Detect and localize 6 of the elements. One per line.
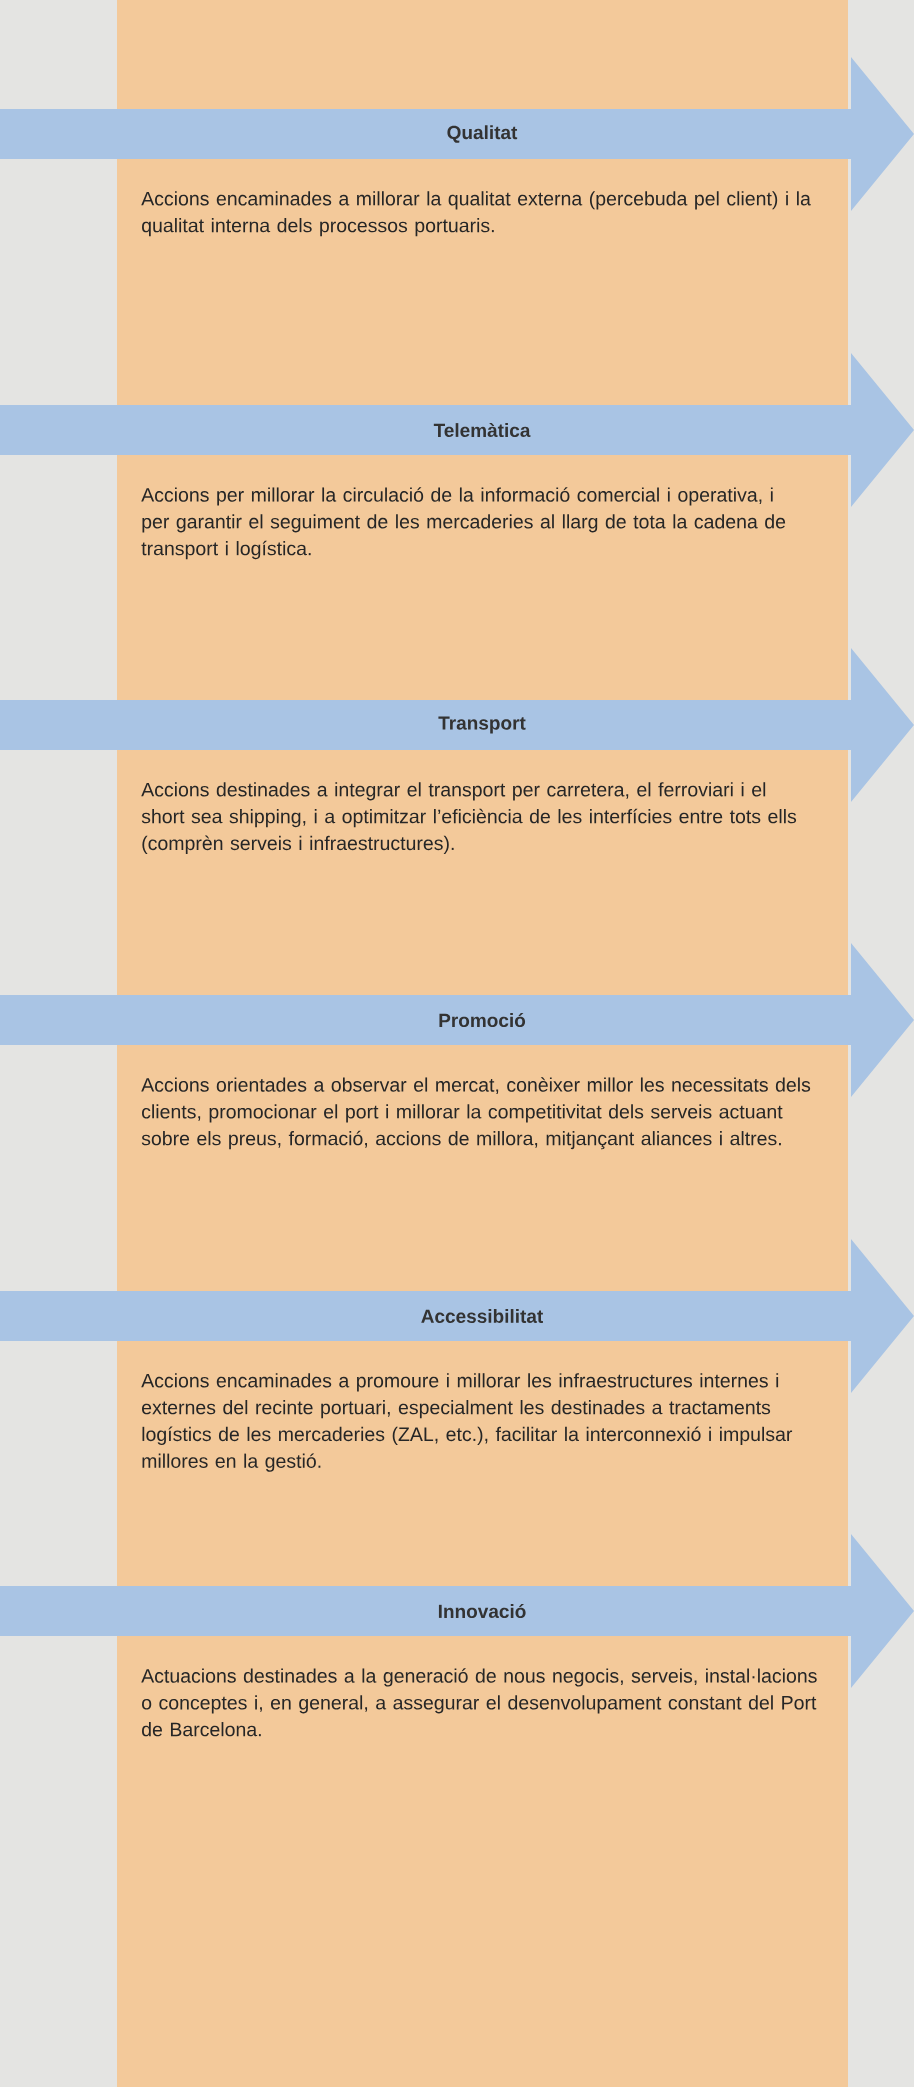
description-text: Accions per millorar la circulació de la informació comercial i operativa, i per garantir el seguiment de les mercaderies al llarg de tota la cadena de transport i logística.: [141, 487, 786, 560]
description-text: Accions orientades a observar el mercat, conèixer millor les necessitats dels clients, promocionar el port i millorar la competitivitat dels serveis actuant sobre els preus, formació, accions de millora, mitjançant aliances i altres.: [141, 1077, 811, 1150]
description-text: Actuacions destinades a la generació de nous negocis, serveis, instal·lacions o conceptes i, en general, a assegurar el desenvolupament constant del Port de Barcelona.: [141, 1668, 817, 1737]
description-text: Accions encaminades a promoure i millorar les infraestructures internes i externes del recinte portuari, especialment les destinades a tractaments logístics de les mercaderies (ZAL, etc.), facilitar la interconnexió i impulsar millores en la gestió.: [141, 1373, 793, 1472]
description-text: Accions encaminades a millorar la qualitat externa (percebuda pel client) i la qualitat interna dels processos portuaris.: [141, 191, 811, 237]
description-text: Accions destinades a integrar el transport per carretera, el ferroviari i el short sea shipping, i a optimitzar l’eficiència de les interfícies entre tots ells (comprèn serveis i infraestructures).: [141, 782, 797, 854]
